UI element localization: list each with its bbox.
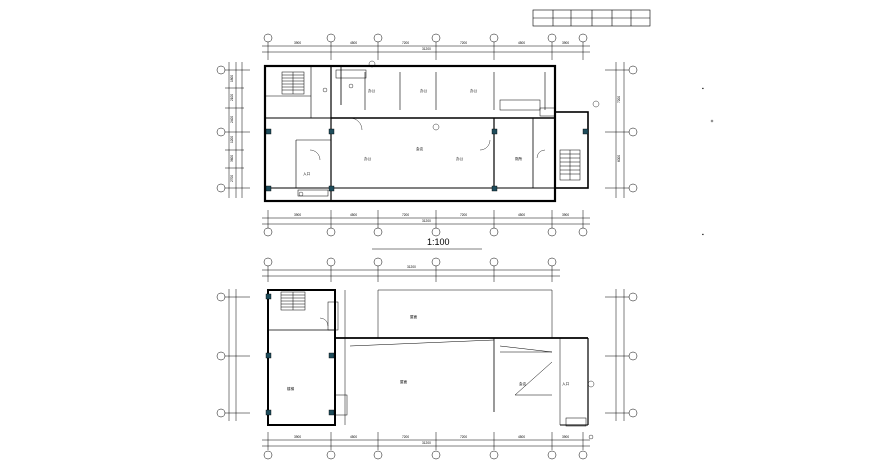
upper-left-dim-4: 1200 <box>230 136 234 143</box>
upper-top-total: 31200 <box>422 47 431 51</box>
lower-bottom-dim-1: 3900 <box>294 435 301 439</box>
lower-dimension-lines <box>225 266 629 450</box>
upper-top-dim-6: 3900 <box>562 41 569 45</box>
upper-bottom-dim-labels: 3900 4500 7200 7200 4500 3900 31200 <box>294 213 569 223</box>
upper-room-labels: 办公 办公 办公 会议 办公 办公 厕所 入口 <box>303 88 523 176</box>
upper-left-dim-6: 2700 <box>230 175 234 182</box>
upper-top-dim-3: 7200 <box>402 41 409 45</box>
upper-bottom-dim-1: 3900 <box>294 213 301 217</box>
upper-room-7: 厕所 <box>515 156 523 161</box>
title-block-table <box>532 9 651 27</box>
lower-room-3: 会议 <box>519 381 527 386</box>
upper-top-dim-1: 3900 <box>294 41 301 45</box>
upper-left-dim-2: 2100 <box>230 94 234 101</box>
upper-room-6: 办公 <box>456 156 464 161</box>
lower-bottom-total: 31200 <box>422 441 431 445</box>
upper-bottom-total: 31200 <box>422 219 431 223</box>
upper-room-5: 办公 <box>364 156 372 161</box>
upper-room-3: 办公 <box>470 88 478 93</box>
side-mark-2: ▪ <box>702 232 704 238</box>
upper-walls <box>263 64 589 203</box>
upper-left-dim-3: 2400 <box>230 116 234 123</box>
upper-room-2: 办公 <box>420 88 428 93</box>
upper-door-swings <box>298 60 600 197</box>
upper-bottom-dim-6: 3900 <box>562 213 569 217</box>
lower-room-4: 楼梯 <box>287 386 295 391</box>
upper-floor-plan: 3900 4500 7200 7200 4500 3900 31200 3900… <box>216 33 638 237</box>
lower-floor-plan: 31200 3900 4500 7200 7200 4500 3900 3120… <box>216 257 638 460</box>
side-dot <box>710 119 714 123</box>
upper-top-dim-2: 4500 <box>350 41 357 45</box>
upper-bottom-dim-4: 7200 <box>460 213 467 217</box>
lower-columns <box>265 293 335 416</box>
lower-bottom-dim-6: 3900 <box>562 435 569 439</box>
side-mark-1: ▪ <box>702 86 704 92</box>
lower-stair <box>280 291 306 311</box>
upper-right-dim-2: 6000 <box>617 155 621 162</box>
lower-room-5: 入口 <box>562 381 570 386</box>
upper-columns <box>265 128 589 192</box>
upper-stair-right <box>559 149 581 181</box>
upper-left-dim-labels: 1800 2100 2400 1200 3600 2700 <box>230 75 234 182</box>
lower-dim-labels: 31200 3900 4500 7200 7200 4500 3900 3120… <box>294 265 569 445</box>
lower-bottom-dim-5: 4500 <box>518 435 525 439</box>
upper-top-dim-5: 4500 <box>518 41 525 45</box>
lower-grid-axis <box>216 257 638 460</box>
scale-label: 1:100 <box>427 237 450 247</box>
upper-right-dim-labels: 7200 6000 <box>617 96 621 162</box>
upper-bottom-dim-3: 7200 <box>402 213 409 217</box>
lower-bottom-dim-4: 7200 <box>460 435 467 439</box>
lower-room-2: 屋面 <box>400 379 408 384</box>
lower-bottom-dim-2: 4500 <box>350 435 357 439</box>
upper-top-dim-4: 7200 <box>460 41 467 45</box>
upper-bottom-dim-2: 4500 <box>350 213 357 217</box>
upper-left-dim-1: 1800 <box>230 75 234 82</box>
upper-room-1: 办公 <box>368 88 376 93</box>
lower-room-labels: 屋面 屋面 会议 楼梯 入口 <box>287 314 570 391</box>
lower-top-total: 31200 <box>407 265 416 269</box>
upper-room-4: 会议 <box>416 146 424 151</box>
upper-top-dim-labels: 3900 4500 7200 7200 4500 3900 31200 <box>294 41 569 51</box>
upper-room-8: 入口 <box>303 171 311 176</box>
lower-room-1: 屋面 <box>410 314 418 319</box>
lower-fixtures <box>319 317 595 440</box>
lower-walls <box>267 289 589 427</box>
upper-top-grid-axis <box>216 33 638 237</box>
upper-bottom-dim-5: 4500 <box>518 213 525 217</box>
upper-dimension-lines <box>225 42 629 228</box>
upper-left-dim-5: 3600 <box>230 155 234 162</box>
lower-bottom-dim-3: 7200 <box>402 435 409 439</box>
upper-stair-left <box>281 71 305 95</box>
upper-right-dim-1: 7200 <box>617 96 621 103</box>
